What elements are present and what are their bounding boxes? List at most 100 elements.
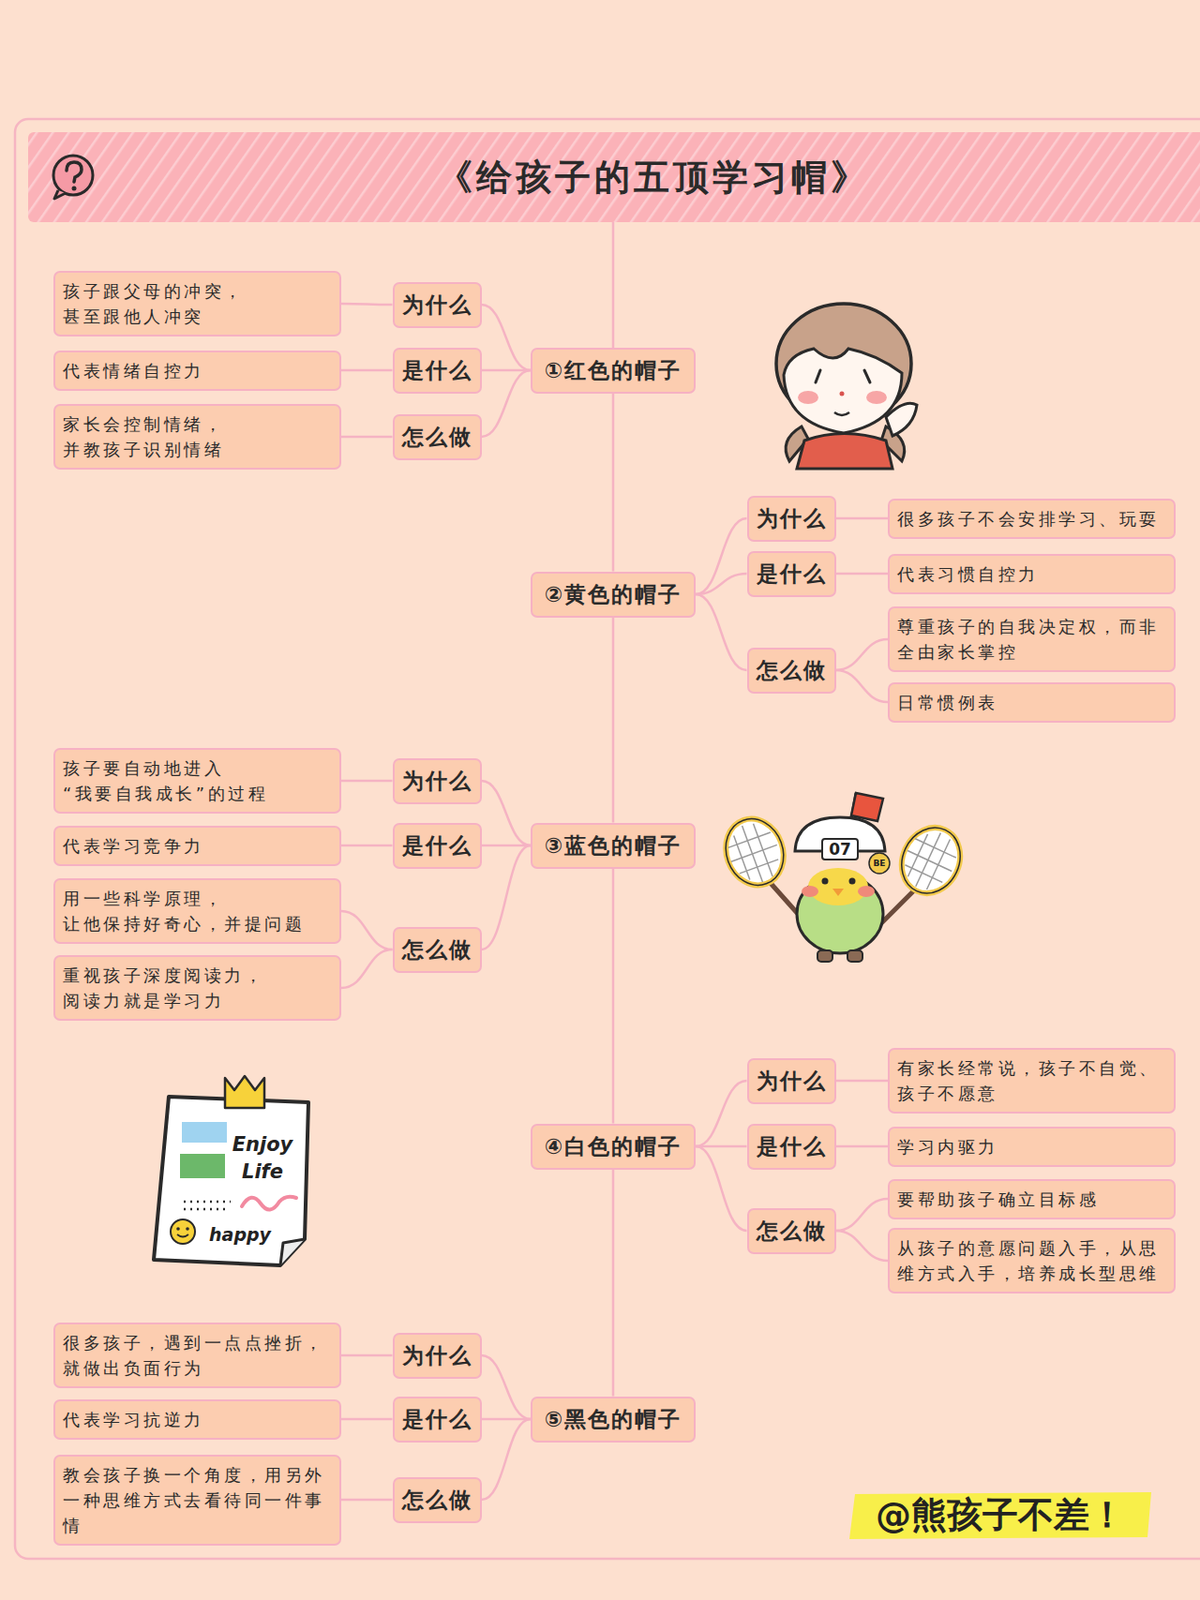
node-text: 是什么 (756, 559, 827, 589)
bird-illustration-part (822, 878, 829, 885)
girl-illustration-part (815, 370, 821, 383)
branch-connector (341, 780, 393, 783)
node-text: 从孩子的意愿问题入手，从思 维方式入手，培养成长型思维 (897, 1235, 1167, 1287)
question-icon (53, 155, 93, 199)
highlighter-mark (849, 1492, 1152, 1540)
question-node: 为什么 (392, 758, 482, 805)
node-text: 孩子要自动地进入 “我要自我成长”的过程 (62, 755, 332, 807)
highlighter-mark-part (849, 1492, 1152, 1540)
detail-box: 用一些科学原理， 让他保持好奇心，并提问题 (53, 878, 342, 945)
node-text: 是什么 (402, 831, 473, 861)
question-node: 怎么做 (392, 927, 482, 974)
question-node: 怎么做 (747, 647, 837, 694)
branch-connector (341, 949, 393, 989)
branch-connector (836, 639, 889, 671)
branch-connector (481, 780, 532, 846)
bird-illustration-part (832, 888, 844, 897)
branch-connector (341, 303, 393, 305)
detail-box: 代表情绪自控力 (53, 350, 342, 391)
question-icon-part (66, 162, 82, 182)
bird-illustration-part (891, 818, 972, 904)
title-band (28, 132, 1200, 223)
branch-connector (481, 1418, 532, 1422)
branch-connector (836, 572, 889, 576)
branch-connector (341, 369, 393, 373)
node-text: 很多孩子不会安排学习、玩耍 (897, 506, 1167, 532)
node-text: 家长会控制情绪， 并教孩子识别情绪 (62, 411, 332, 463)
branch-connector (341, 1499, 393, 1502)
question-node: 是什么 (392, 823, 482, 870)
branch-connector (481, 369, 532, 373)
question-node: 为什么 (392, 282, 482, 329)
trunk-line-part (612, 222, 615, 361)
girl-illustration-part (783, 348, 902, 434)
branch-connector (612, 1170, 615, 1397)
question-node: 是什么 (747, 1124, 837, 1170)
node-text: 为什么 (756, 1066, 827, 1096)
detail-box: 很多孩子，遇到一点点挫折， 就做出负面行为 (53, 1322, 342, 1389)
branch-connector (612, 869, 615, 1125)
detail-box: 尊重孩子的自我决定权，而非 全由家长掌控 (887, 606, 1176, 673)
hat-node: ⑤黑色的帽子 (530, 1396, 696, 1443)
detail-box: 很多孩子不会安排学习、玩耍 (887, 498, 1176, 540)
girl-illustration-part (864, 370, 870, 383)
note-illustration-part (241, 1197, 297, 1211)
badge-text: BE (872, 859, 885, 869)
detail-box: 家长会控制情绪， 并教孩子识别情绪 (53, 404, 342, 470)
girl-illustration (776, 303, 917, 469)
note-illustration-part (185, 1227, 190, 1231)
node-text: 用一些科学原理， 让他保持好奇心，并提问题 (62, 885, 332, 937)
node-text: 日常惯例表 (897, 690, 1167, 716)
note-illustration (153, 1076, 309, 1266)
node-text: 是什么 (402, 1405, 473, 1435)
detail-box: 要帮助孩子确立目标感 (887, 1179, 1176, 1220)
detail-box: 孩子要自动地进入 “我要自我成长”的过程 (53, 748, 342, 814)
note-illustration-part (280, 1239, 305, 1266)
node-text: 怎么做 (756, 1216, 827, 1246)
branch-connector (481, 370, 532, 437)
bird-illustration-part (895, 823, 965, 898)
branch-connector (612, 617, 615, 824)
question-node: 怎么做 (747, 1208, 837, 1255)
bird-illustration-part (808, 868, 869, 906)
node-text: 很多孩子，遇到一点点挫折， 就做出负面行为 (62, 1330, 332, 1381)
note-illustration-part (183, 1201, 231, 1210)
girl-illustration-part (866, 390, 887, 405)
bird-illustration-part (857, 885, 875, 898)
node-text: ③蓝色的帽子 (541, 831, 685, 861)
bird-illustration-part (849, 878, 856, 885)
branch-connector (695, 1080, 748, 1147)
node-text: 为什么 (756, 504, 827, 534)
branch-connector (341, 1418, 393, 1422)
branch-connector (341, 844, 393, 848)
hat-node: ④白色的帽子 (530, 1124, 696, 1170)
note-illustration-part (153, 1096, 309, 1266)
node-text: 是什么 (756, 1132, 827, 1162)
note-illustration-part (176, 1227, 180, 1231)
node-text: 孩子跟父母的冲突， 甚至跟他人冲突 (62, 278, 332, 330)
bird-illustration-part (716, 810, 793, 894)
node-text: 是什么 (402, 356, 473, 386)
detail-box: 孩子跟父母的冲突， 甚至跟他人冲突 (53, 270, 342, 337)
branch-connector (612, 393, 615, 572)
question-node: 怎么做 (392, 414, 482, 461)
branch-connector (695, 518, 748, 595)
bird-illustration-part (851, 793, 884, 822)
node-text: 尊重孩子的自我决定权，而非 全由家长掌控 (897, 614, 1167, 665)
question-node: 为什么 (747, 495, 837, 542)
hat-node: ①红色的帽子 (530, 347, 696, 394)
branch-connector (481, 1419, 532, 1500)
node-text: ①红色的帽子 (541, 356, 685, 386)
node-text: 要帮助孩子确立目标感 (897, 1186, 1167, 1213)
detail-box: 重视孩子深度阅读力， 阅读力就是学习力 (53, 955, 342, 1021)
question-node: 为什么 (747, 1058, 837, 1105)
note-text: Enjoy (232, 1135, 294, 1155)
detail-box: 教会孩子换一个角度，用另外 一种思维方式去看待同一件事 情 (53, 1455, 342, 1546)
branch-connector (341, 911, 393, 950)
bird-illustration-part (720, 816, 788, 890)
note-illustration-part (180, 1154, 225, 1179)
branch-connector (695, 594, 748, 671)
branch-connector (836, 517, 889, 521)
branch-connector (481, 844, 532, 848)
